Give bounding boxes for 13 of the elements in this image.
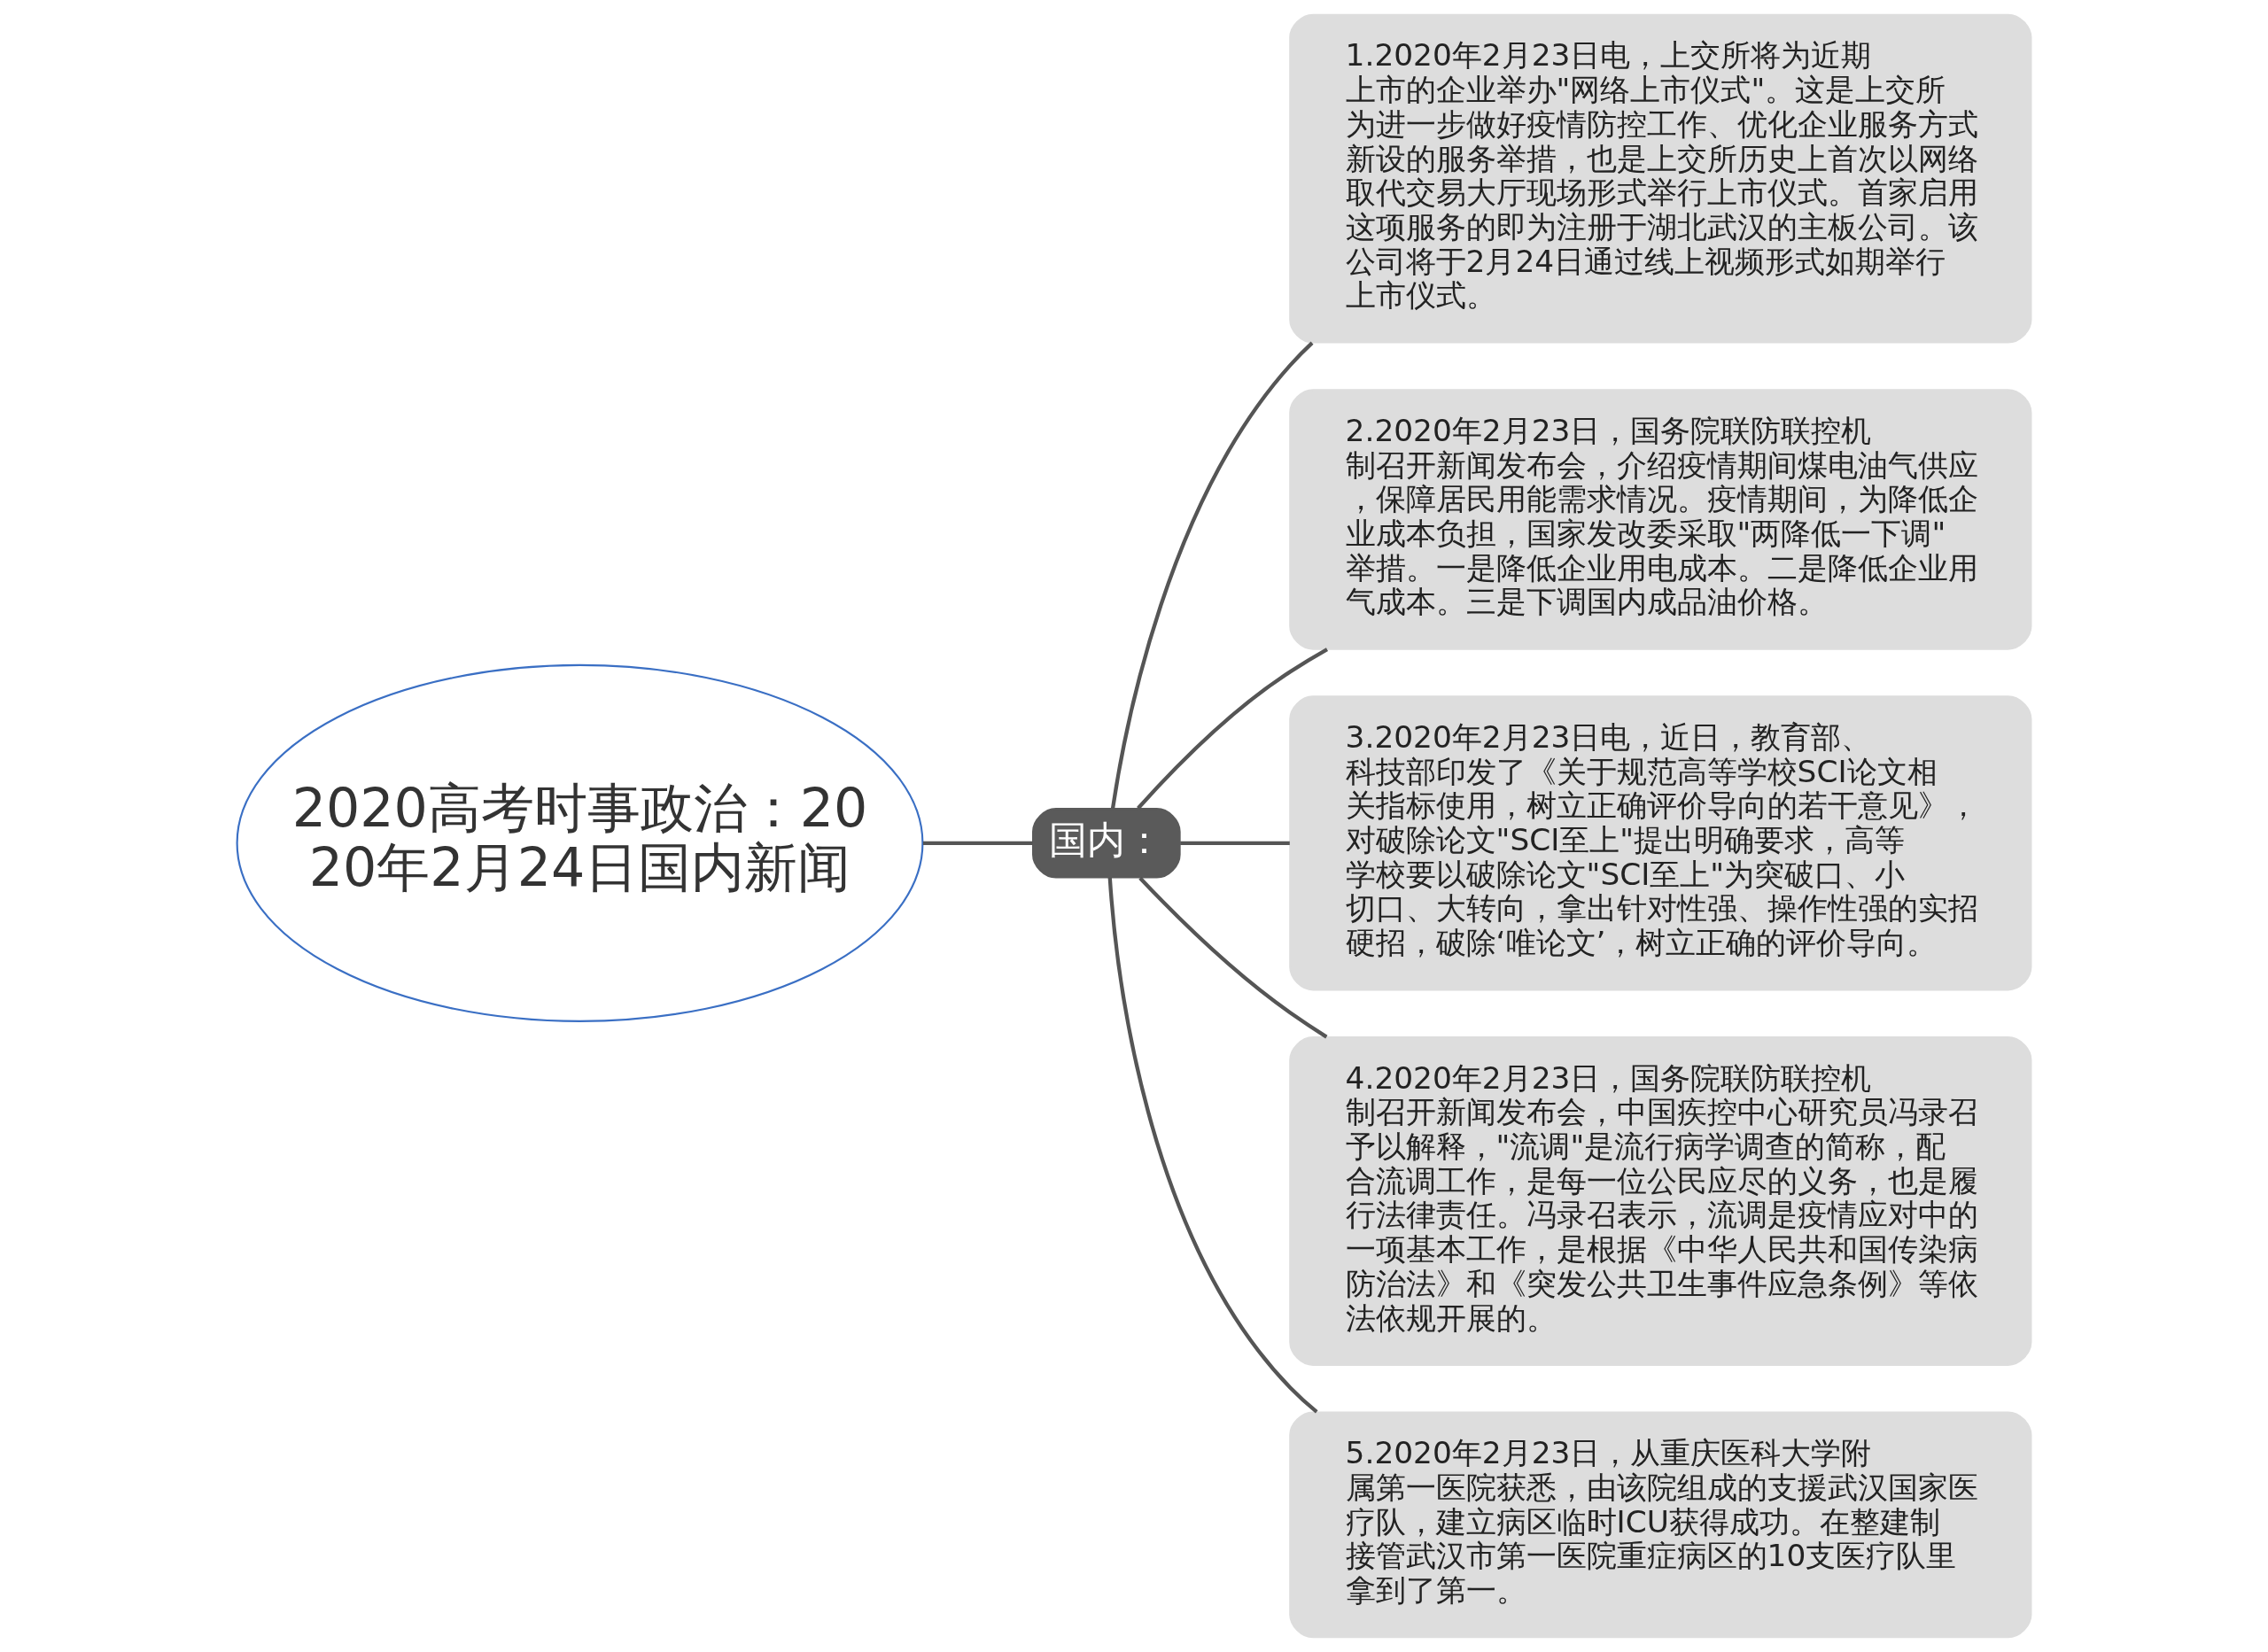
node-box: 3.2020年2月23日电，近日，教育部、科技部印发了《关于规范高等学校SCI论文相关指标使用，树立正确评价导向的若干意见》，对破除论文"SCI至上"提出明确要求，高等学校要以破除论文"SCI至上"为突破口、小切口、大转向，拿出针对性强、操作性强的实招硬招，破除‘唯论文’，树立正确的评价导向。 [1289, 695, 2032, 991]
node-box: 1.2020年2月23日电，上交所将为近期上市的企业举办"网络上市仪式"。这是上交所为进一步做好疫情防控工作、优化企业服务方式新设的服务举措，也是上交所历史上首次以网络取代交易大厅现场形式举行上市仪式。首家启用这项服务的即为注册于湖北武汉的主板公司。该公司将于2月24日通过线上视频形式如期举行上市仪式。 [1289, 13, 2032, 344]
connector [1180, 841, 1290, 845]
connector [1110, 341, 1314, 810]
connector [1107, 877, 1318, 1414]
connector [1138, 876, 1328, 1039]
node-box: 5.2020年2月23日，从重庆医科大学附属第一医院获悉，由该院组成的支援武汉国家医疗队，建立病区临时ICU获得成功。在整建制接管武汉市第一医院重症病区的10支医疗队里拿到了第一。 [1289, 1411, 2032, 1639]
connector [922, 841, 1033, 845]
connector [1137, 648, 1329, 810]
node-box: 4.2020年2月23日，国务院联防联控机制召开新闻发布会，中国疾控中心研究员冯录召予以解释，"流调"是流行病学调查的简称，配合流调工作，是每一位公民应尽的义务，也是履行法律责任。冯录召表示，流调是疫情应对中的一项基本工作，是根据《中华人民共和国传染病防治法》和《突发公共卫生事件应急条例》等依法依规开展的。 [1289, 1036, 2032, 1366]
node-ellipse: 2020高考时事政治：2020年2月24日国内新闻 [236, 663, 924, 1022]
node-box: 2.2020年2月23日，国务院联防联控机制召开新闻发布会，介绍疫情期间煤电油气供应，保障居民用能需求情况。疫情期间，为降低企业成本负担，国家发改委采取"两降低一下调"举措。一是降低企业用电成本。二是降低企业用气成本。三是下调国内成品油价格。 [1289, 389, 2032, 650]
node-box: 国内： [1032, 808, 1181, 879]
